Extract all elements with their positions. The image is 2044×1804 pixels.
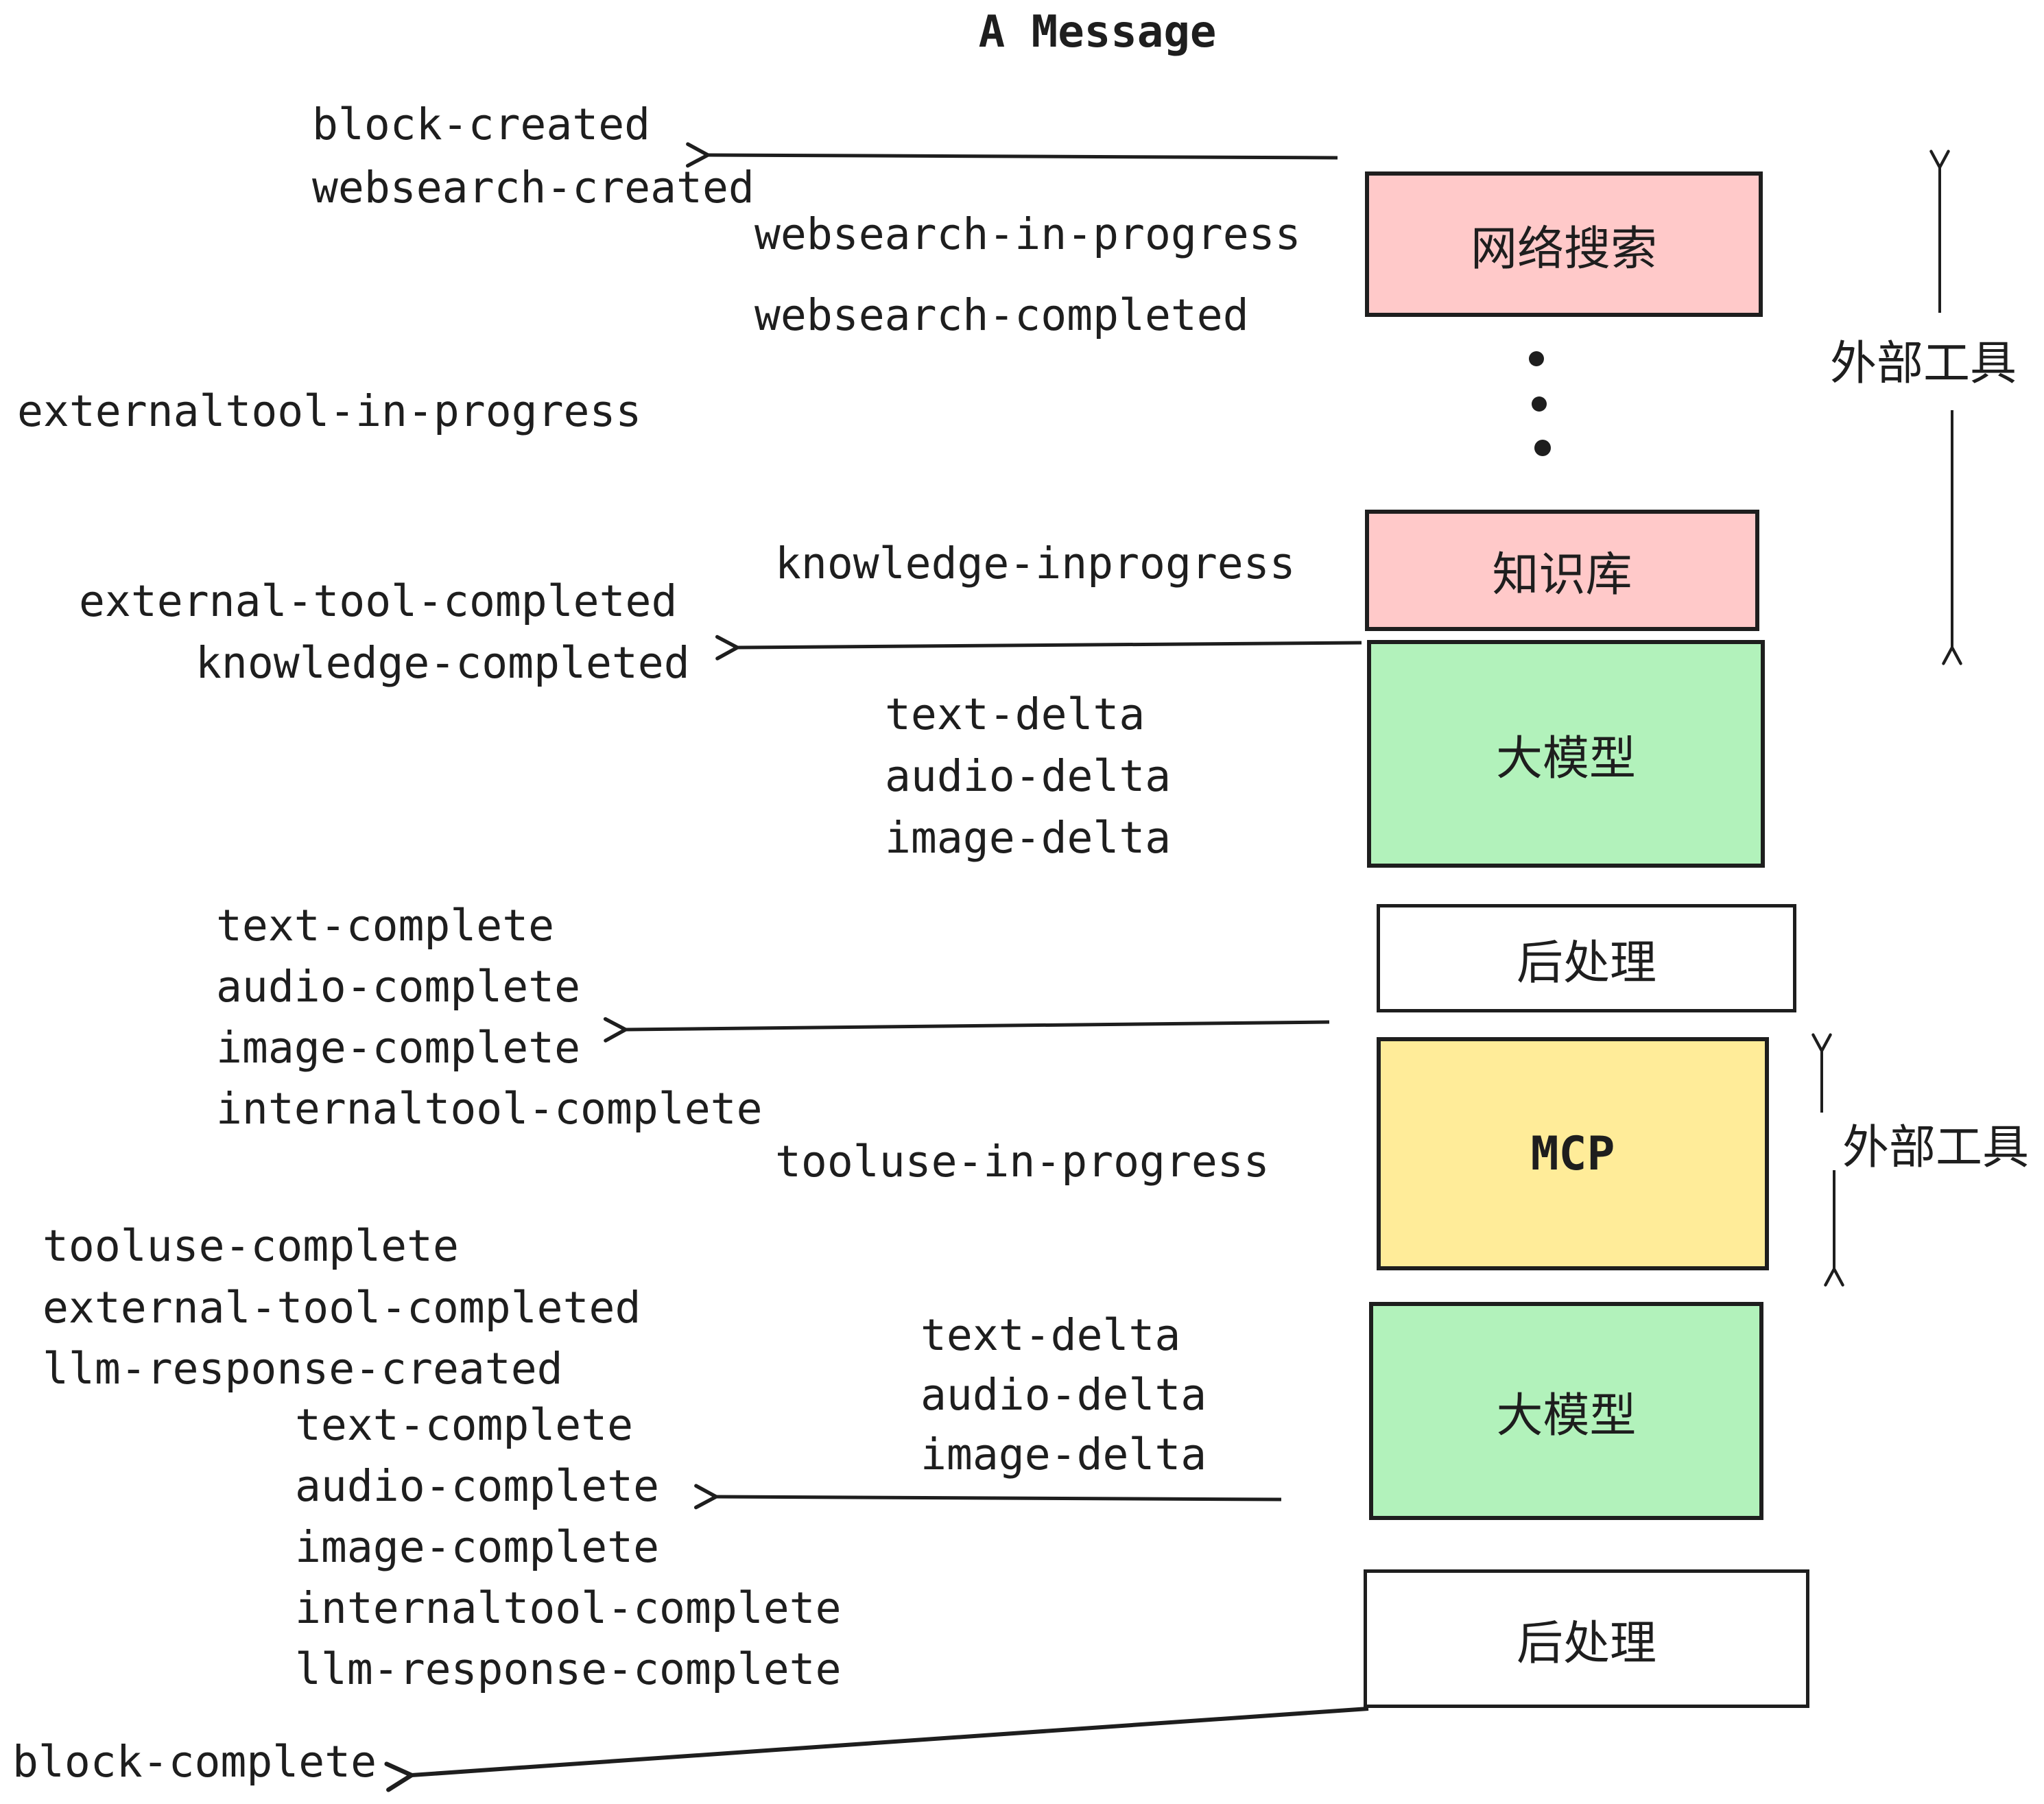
event-image-delta-2: image-delta <box>920 1429 1207 1480</box>
external-tools-label-2: 外部工具 <box>1842 1121 2030 1175</box>
node-label: 大模型 <box>1496 1388 1637 1443</box>
event-text-delta-2: text-delta <box>920 1310 1181 1360</box>
event-knowledge-inprogress: knowledge-inprogress <box>775 538 1296 589</box>
node-label: 大模型 <box>1495 731 1636 786</box>
arrow-llm-to-knowledge-completed <box>715 634 1362 661</box>
event-websearch-completed: websearch-completed <box>754 290 1249 340</box>
arrow-postprocess-to-image-complete <box>603 1017 1330 1043</box>
event-text-complete: text-complete <box>216 901 555 951</box>
event-external-tool-completed: external-tool-completed <box>79 576 678 626</box>
event-internaltool-complete-2: internaltool-complete <box>295 1583 842 1633</box>
arrow-postprocess2-to-block-complete <box>384 1707 1369 1792</box>
external-tools-label-1: 外部工具 <box>1830 337 2017 391</box>
event-block-created: block-created <box>312 99 651 150</box>
vertical-ellipsis-dot <box>1534 440 1551 456</box>
vertical-ellipsis-dot <box>1529 351 1544 366</box>
event-knowledge-completed: knowledge-completed <box>195 638 690 688</box>
node-knowledge-base: 知识库 <box>1365 510 1759 631</box>
node-postprocess-2: 后处理 <box>1364 1569 1809 1708</box>
event-llm-response-created: llm-response-created <box>43 1344 563 1394</box>
event-llm-response-complete: llm-response-complete <box>295 1644 842 1694</box>
event-externaltool-in-progress: externaltool-in-progress <box>17 386 642 436</box>
event-audio-complete-2: audio-complete <box>295 1461 660 1511</box>
event-audio-complete: audio-complete <box>216 962 581 1012</box>
node-mcp: MCP <box>1377 1037 1769 1270</box>
event-text-complete-2: text-complete <box>295 1400 634 1450</box>
event-internaltool-complete: internaltool-complete <box>216 1084 763 1134</box>
event-audio-delta-2: audio-delta <box>920 1370 1207 1420</box>
vertical-ellipsis-dot <box>1532 396 1547 412</box>
diagram-title: A Message <box>978 7 1217 58</box>
node-llm-2: 大模型 <box>1369 1302 1763 1520</box>
event-image-delta: image-delta <box>885 813 1172 863</box>
event-audio-delta: audio-delta <box>885 751 1172 801</box>
node-llm-1: 大模型 <box>1367 640 1765 868</box>
node-label: 网络搜索 <box>1470 222 1657 276</box>
arrow-llm2-to-audio-complete <box>693 1484 1282 1510</box>
event-websearch-created: websearch-created <box>312 163 754 213</box>
event-text-delta: text-delta <box>885 689 1145 739</box>
node-label: 后处理 <box>1516 936 1656 990</box>
event-image-complete-2: image-complete <box>295 1522 660 1572</box>
event-tooluse-complete: tooluse-complete <box>43 1221 459 1271</box>
event-tooluse-in-progress: tooluse-in-progress <box>775 1137 1270 1187</box>
node-label: MCP <box>1530 1126 1615 1181</box>
arrow-websearch-to-block-created <box>685 142 1338 168</box>
node-websearch: 网络搜索 <box>1365 171 1763 317</box>
event-image-complete: image-complete <box>216 1023 581 1073</box>
node-postprocess-1: 后处理 <box>1377 904 1796 1012</box>
node-label: 知识库 <box>1492 548 1632 602</box>
event-external-tool-completed-2: external-tool-completed <box>43 1283 641 1333</box>
node-label: 后处理 <box>1516 1616 1656 1671</box>
event-websearch-in-progress: websearch-in-progress <box>754 209 1301 259</box>
event-block-complete: block-complete <box>12 1737 377 1787</box>
